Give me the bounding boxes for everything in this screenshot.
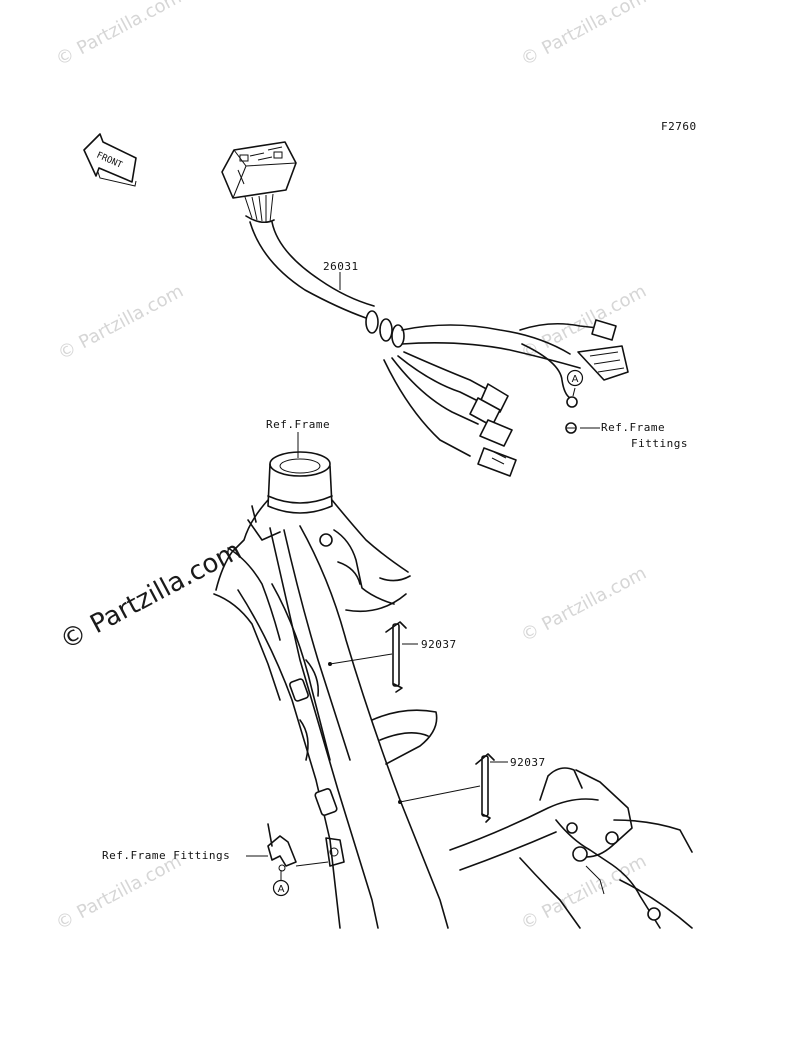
wiring-harness	[221, 141, 629, 477]
watermark-top-left: © Partzilla.com	[52, 0, 185, 70]
watermark-layer: © Partzilla.com © Partzilla.com © Partzi…	[52, 0, 650, 934]
watermark-lower-right: © Partzilla.com	[517, 563, 650, 647]
part-number-clamp-upper[interactable]: 92037	[421, 638, 457, 651]
ref-frame-fittings-top-line1: Ref.Frame	[601, 421, 665, 434]
ref-frame-label: Ref.Frame	[266, 418, 330, 431]
diagram-code: F2760	[661, 120, 697, 133]
callout-a-bottom-letter: A	[278, 884, 285, 895]
callout-a-top-letter: A	[572, 374, 579, 385]
ref-frame-fittings-top-line2: Fittings	[631, 437, 688, 450]
watermark-bottom-right: © Partzilla.com	[517, 851, 650, 935]
frame-assembly	[213, 451, 693, 929]
leader-lines	[246, 272, 600, 880]
band-clamp-upper	[328, 621, 407, 693]
band-clamp-lower	[398, 753, 495, 823]
part-number-harness[interactable]: 26031	[323, 260, 359, 273]
callout-a-bottom: A	[272, 879, 290, 897]
ref-frame-fittings-bottom: Ref.Frame Fittings	[102, 849, 230, 862]
callout-a-top: A	[566, 369, 584, 387]
watermark-bottom-left: © Partzilla.com	[52, 851, 185, 935]
frame-fitting-bracket	[267, 823, 329, 872]
watermark-mid-left: © Partzilla.com	[54, 281, 187, 365]
front-arrow-icon: FRONT	[83, 133, 137, 187]
watermark-top-right: © Partzilla.com	[517, 0, 650, 70]
part-number-clamp-lower[interactable]: 92037	[510, 756, 546, 769]
